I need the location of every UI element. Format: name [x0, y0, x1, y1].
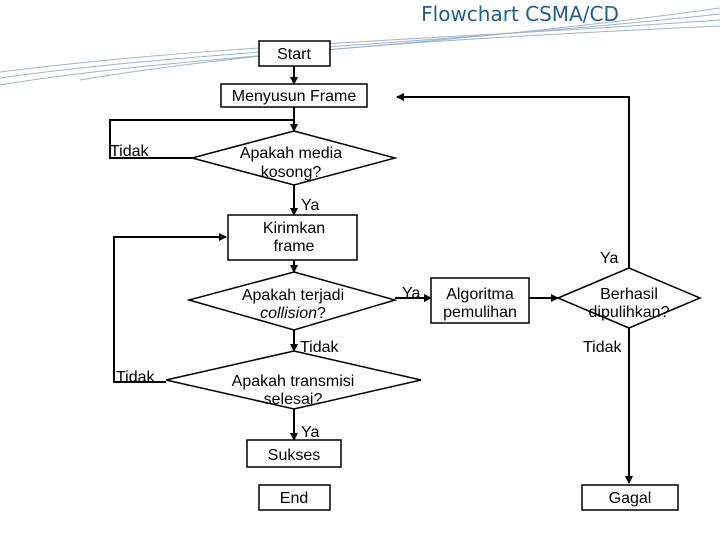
fail-label: Gagal: [609, 490, 652, 507]
end-label: End: [280, 490, 308, 507]
send-frame-line1: Kirimkan: [263, 220, 325, 237]
edge-label-yes-media: Ya: [301, 197, 319, 214]
decorative-swoosh: [0, 7, 720, 86]
start-box: [258, 40, 331, 67]
fail-box: [581, 484, 679, 511]
send-frame-box: [227, 214, 358, 261]
start-label: Start: [277, 46, 311, 63]
compose-frame-box: [220, 83, 368, 108]
collision-decision-diamond: [186, 271, 398, 331]
edge-label-no-media: Tidak: [110, 143, 150, 160]
done-decision-line2: selesai?: [264, 391, 323, 408]
edge-label-yes-done: Ya: [301, 424, 319, 441]
collision-qmark: ?: [317, 305, 326, 322]
backoff-algorithm-line1: Algoritma: [446, 286, 514, 303]
media-decision-diamond: [189, 130, 398, 186]
collision-decision-line1: Apakah terjadi: [242, 287, 344, 304]
edge-label-no-done: Tidak: [116, 369, 156, 386]
retry-decision-diamond: [556, 267, 702, 329]
backoff-algorithm-line2: pemulihan: [443, 304, 517, 321]
retry-decision-line1: Berhasil: [600, 286, 658, 303]
edge-label-yes-retry: Ya: [600, 250, 618, 267]
send-frame-line2: frame: [274, 238, 315, 255]
edge-label-no-retry: Tidak: [583, 339, 623, 356]
done-decision-diamond: [165, 350, 422, 410]
media-decision-line2: kosong?: [261, 164, 322, 181]
success-label: Sukses: [268, 447, 320, 464]
success-box: [246, 439, 342, 468]
end-box: [258, 484, 331, 511]
collision-decision-line2: collision?: [260, 305, 326, 322]
backoff-algorithm-box: [430, 277, 530, 324]
slide-title: Flowchart CSMA/CD: [421, 2, 619, 26]
done-decision-line1: Apakah transmisi: [232, 373, 355, 390]
compose-frame-label: Menyusun Frame: [232, 88, 357, 105]
media-decision-line1: Apakah media: [240, 145, 342, 162]
edge-label-yes-collision: Ya: [402, 285, 420, 302]
collision-word: collision: [260, 305, 317, 322]
edge-label-no-collision: Tidak: [300, 339, 340, 356]
retry-decision-line2: dipulihkan?: [589, 304, 670, 321]
connectors: [109, 66, 633, 484]
